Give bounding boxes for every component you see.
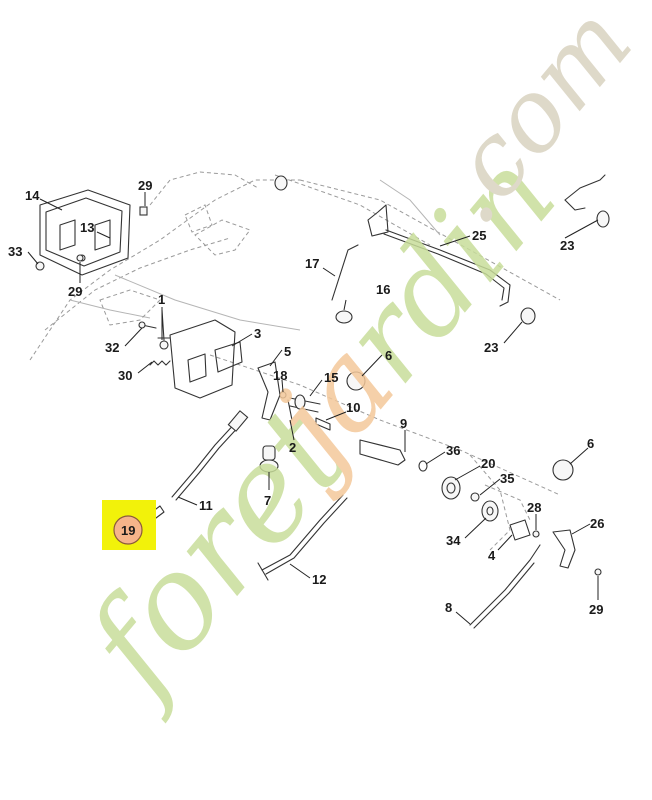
- callout-6[interactable]: 6: [587, 436, 594, 451]
- callout-32[interactable]: 32: [105, 340, 119, 355]
- part-rod-17: [331, 244, 359, 301]
- part-gear-20: [441, 476, 461, 500]
- part-shaft-15: [289, 394, 321, 413]
- part-knob-6-upper: [346, 371, 366, 391]
- callout-35[interactable]: 35: [500, 471, 514, 486]
- callout-5[interactable]: 5: [284, 344, 291, 359]
- callout-28[interactable]: 28: [527, 500, 541, 515]
- part-bolt-29-left: [76, 254, 84, 262]
- callout-10[interactable]: 10: [346, 400, 360, 415]
- callout-1[interactable]: 1: [158, 292, 165, 307]
- callout-33[interactable]: 33: [8, 244, 22, 259]
- part-washer-16: [335, 310, 353, 324]
- callout-26[interactable]: 26: [590, 516, 604, 531]
- callout-36[interactable]: 36: [446, 443, 460, 458]
- callout-34[interactable]: 34: [446, 533, 461, 548]
- part-knob-6-lower: [552, 459, 574, 481]
- callout-8[interactable]: 8: [445, 600, 452, 615]
- callout-11[interactable]: 11: [199, 498, 213, 513]
- part-bracket-3: [169, 319, 243, 399]
- callout-labels: 33 14 13 29 29 1 32 30 3 5 18 2 17 16 25…: [8, 178, 604, 617]
- part-rod-10: [315, 417, 331, 431]
- callout-16[interactable]: 16: [376, 282, 390, 297]
- callout-17[interactable]: 17: [305, 256, 319, 271]
- part-washer-36: [418, 460, 428, 472]
- callout-20[interactable]: 20: [481, 456, 495, 471]
- callout-19[interactable]: 19: [121, 523, 135, 538]
- callout-2[interactable]: 2: [289, 440, 296, 455]
- part-knob-7: [259, 445, 279, 473]
- part-grip-9: [359, 439, 406, 466]
- callout-13[interactable]: 13: [80, 220, 94, 235]
- callout-29[interactable]: 29: [68, 284, 82, 299]
- callout-9[interactable]: 9: [400, 416, 407, 431]
- part-cable-8: [469, 544, 541, 629]
- part-bracket-4: [509, 519, 531, 541]
- callout-7[interactable]: 7: [264, 493, 271, 508]
- part-pin-2: [287, 399, 293, 421]
- callout-30[interactable]: 30: [118, 368, 132, 383]
- part-spring-30: [149, 360, 171, 366]
- callout-3[interactable]: 3: [254, 326, 261, 341]
- part-nut-35: [470, 492, 480, 502]
- part-pin-32: [138, 321, 157, 329]
- callout-29[interactable]: 29: [589, 602, 603, 617]
- part-lever-26: [552, 529, 576, 569]
- callout-6[interactable]: 6: [385, 348, 392, 363]
- callout-15[interactable]: 15: [324, 370, 338, 385]
- part-bushing-23-lower: [520, 307, 536, 325]
- callout-23[interactable]: 23: [484, 340, 498, 355]
- callout-14[interactable]: 14: [25, 188, 40, 203]
- part-bracket-14: [39, 189, 131, 276]
- highlight-callout-19[interactable]: [102, 500, 156, 550]
- part-lever-1: [157, 309, 171, 350]
- part-washer-28: [532, 530, 540, 538]
- part-handle-25: [367, 204, 511, 307]
- callout-12[interactable]: 12: [312, 572, 326, 587]
- part-cable-11: [171, 410, 249, 501]
- callout-23[interactable]: 23: [560, 238, 574, 253]
- callout-18[interactable]: 18: [273, 368, 287, 383]
- part-cable-12: [257, 494, 348, 581]
- part-bushing-23-right: [564, 174, 610, 228]
- watermark: foret ja rdin .com: [52, 0, 652, 726]
- part-gear-34: [481, 500, 499, 522]
- chassis-ghost-outline: [29, 171, 561, 551]
- part-bushing-top: [274, 175, 288, 191]
- callout-4[interactable]: 4: [488, 548, 496, 563]
- part-lever-5: [257, 361, 281, 421]
- leader-lines: [27, 192, 599, 625]
- callout-29[interactable]: 29: [138, 178, 152, 193]
- callout-25[interactable]: 25: [472, 228, 486, 243]
- part-nut-29-lower: [594, 568, 602, 576]
- part-bolt-29-top: [139, 206, 148, 216]
